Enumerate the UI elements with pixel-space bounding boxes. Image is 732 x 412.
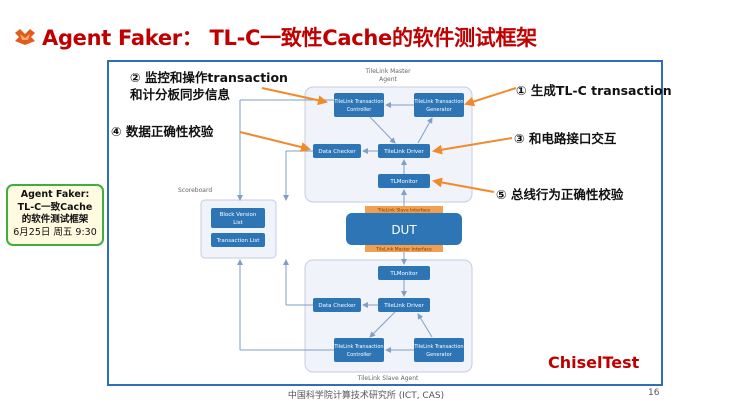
callout-2-line2: 和计分板同步信息 <box>130 87 231 102</box>
slave-interface-label: TileLink Slave Interface <box>377 208 431 214</box>
s-data-checker-box <box>313 298 361 312</box>
master-connectors <box>283 102 433 206</box>
s-driver-box <box>378 298 430 312</box>
note-line-3: 的软件测试框架 <box>21 214 89 225</box>
transaction-list-label: Transaction List <box>216 238 261 244</box>
diagram-frame <box>107 60 663 386</box>
callout-2-line1: ② 监控和操作transaction <box>130 70 288 85</box>
slave-interface-bar <box>365 206 443 213</box>
s-monitor-label: TLMonitor <box>389 271 418 277</box>
ict-logo-icon <box>15 29 35 45</box>
m-controller-label-2: Controller <box>347 107 373 113</box>
chiseltest-label: ChiselTest <box>548 353 640 372</box>
callout-1: ① 生成TL-C transaction <box>516 83 672 98</box>
slide-title: Agent Faker： TL-C一致性Cache的软件测试框架 <box>42 26 537 50</box>
note-line-4: 6月25日 周五 9:30 <box>13 226 97 238</box>
s-controller-label: TileLink Transaction <box>333 344 383 350</box>
m-data-checker-box <box>313 144 361 158</box>
m-controller-box <box>334 93 384 117</box>
s-controller-label-2: Controller <box>347 352 373 358</box>
s-controller-box <box>334 338 384 362</box>
slave-agent-label: TileLink Slave Agent <box>357 375 419 382</box>
block-version-label: Block Version <box>220 212 257 218</box>
block-version-list <box>211 208 265 228</box>
master-interface-bar <box>365 245 443 252</box>
m-driver-label: TileLink Driver <box>383 149 424 155</box>
note-line-1: Agent Faker: <box>20 189 90 200</box>
agent-faker-note: Agent Faker: TL-C一致Cache 的软件测试框架 6月25日 周… <box>6 184 104 246</box>
m-monitor-box <box>378 174 430 188</box>
m-monitor-label: TLMonitor <box>389 179 418 185</box>
s-generator-label-2: Generator <box>426 352 452 358</box>
callout-arrows <box>239 87 517 193</box>
transaction-list <box>211 233 265 247</box>
master-agent-label: TileLink Master <box>364 68 411 75</box>
m-generator-label: TileLink Transaction <box>413 99 463 105</box>
m-generator-label-2: Generator <box>426 107 452 113</box>
page-number: 16 <box>648 388 660 398</box>
dut-box <box>346 213 462 245</box>
s-generator-label: TileLink Transaction <box>413 344 463 350</box>
m-controller-label: TileLink Transaction <box>333 99 383 105</box>
callout-3: ③ 和电路接口交互 <box>514 131 617 146</box>
footer-institution: 中国科学院计算技术研究所 (ICT, CAS) <box>287 391 445 401</box>
callout-2: ② 监控和操作transaction 和计分板同步信息 <box>130 69 288 103</box>
master-agent-label-2: Agent <box>379 76 397 83</box>
note-line-2: TL-C一致Cache <box>17 201 93 213</box>
m-generator-box <box>414 93 464 117</box>
master-interface-label: TileLink Master Interface <box>375 247 432 253</box>
s-monitor-box <box>378 266 430 280</box>
block-version-label-2: List <box>233 220 243 226</box>
s-data-checker-label: Data Checker <box>318 303 356 309</box>
m-data-checker-label: Data Checker <box>318 149 356 155</box>
m-driver-box <box>378 144 430 158</box>
dut-label: DUT <box>391 223 417 237</box>
scoreboard-label: Scoreboard <box>178 187 212 194</box>
callout-5: ⑤ 总线行为正确性校验 <box>496 187 624 202</box>
s-driver-label: TileLink Driver <box>383 303 424 309</box>
s-generator-box <box>414 338 464 362</box>
callout-4: ④ 数据正确性校验 <box>111 124 214 139</box>
